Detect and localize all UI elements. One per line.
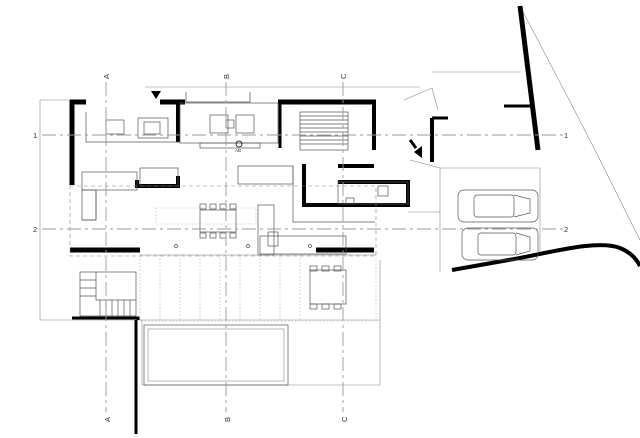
axis-b-bottom: B [223, 417, 232, 422]
outdoor-stair [79, 271, 137, 317]
axis-a-top: A [102, 74, 111, 79]
axis-1-right: 1 [564, 131, 568, 140]
axis-2-left: 2 [33, 225, 37, 234]
structural-walls [69, 5, 640, 434]
section-marker-icon [235, 140, 243, 148]
pool [143, 324, 289, 386]
grid-labels: A B C A B C 1 1 2 2 [33, 73, 568, 422]
section-marker-label: AB [235, 148, 241, 153]
car-upper [457, 189, 539, 223]
axis-c-bottom: C [340, 416, 349, 422]
terrace [139, 254, 377, 322]
axis-2-right: 2 [564, 225, 568, 234]
stair [299, 111, 349, 151]
dining-chairs [199, 203, 237, 239]
grid-lines [42, 82, 566, 412]
terrace-chairs [309, 265, 342, 310]
axis-a-bottom: A [103, 417, 112, 422]
axis-b-top: B [222, 74, 231, 79]
axis-c-top: C [339, 73, 348, 79]
entry-arrow-icon [151, 91, 161, 99]
interior-outlines [69, 92, 440, 386]
car-lower [461, 227, 539, 261]
entry-arrow-side-icon [414, 146, 422, 158]
site-terrain [39, 5, 640, 386]
axis-1-left: 1 [33, 131, 37, 140]
